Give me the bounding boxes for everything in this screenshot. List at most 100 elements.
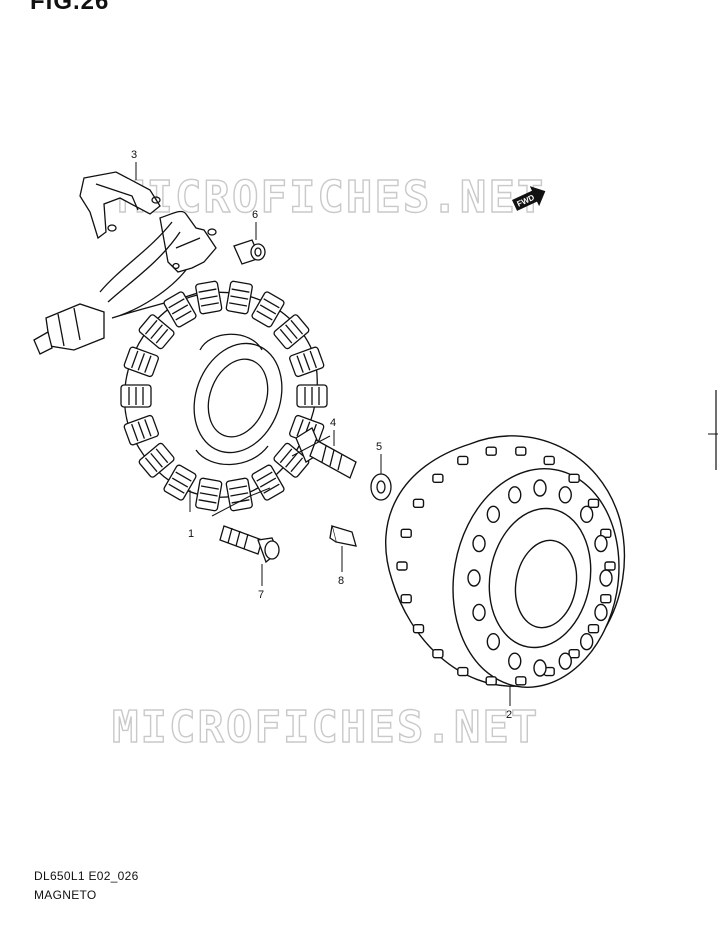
coil-winding: [285, 324, 298, 340]
bolt-part-6: [233, 239, 266, 265]
stator-part-1: [120, 280, 328, 512]
coil-winding: [144, 355, 152, 373]
coil-winding: [279, 448, 293, 464]
rotor-magnet: [472, 603, 486, 622]
bracket-part-3: [79, 171, 161, 240]
coil-winding: [144, 457, 158, 473]
callout-2: 2: [506, 709, 512, 721]
rotor-slot: [587, 624, 600, 634]
callout-3: 3: [131, 149, 137, 161]
coil-winding: [303, 353, 311, 371]
coil-winding: [144, 319, 158, 335]
coil-winding: [259, 304, 277, 315]
rotor-slot: [600, 593, 612, 604]
rotor-magnet: [558, 652, 572, 670]
rotor-part-2: [385, 435, 626, 688]
coil-winding: [229, 485, 248, 490]
callout-8: 8: [338, 575, 344, 587]
rotor-magnet: [508, 652, 522, 670]
key-part-8: [329, 525, 357, 547]
coil-winding: [200, 302, 219, 307]
coil-winding: [259, 477, 277, 488]
rotor-magnet: [579, 632, 594, 651]
rotor-magnet: [472, 534, 486, 553]
coil-winding: [171, 477, 189, 488]
rotor-magnet: [594, 603, 608, 622]
rotor-magnet: [486, 632, 501, 651]
coil-winding: [144, 419, 152, 437]
callout-7: 7: [258, 589, 264, 601]
rotor-slot: [515, 446, 527, 456]
rotor-slot: [515, 676, 527, 686]
rotor-slot: [412, 498, 425, 508]
rotor-magnet: [533, 659, 547, 677]
rotor-slot: [400, 593, 412, 604]
rotor-slot: [432, 648, 444, 659]
rotor-magnet: [467, 569, 481, 587]
model-code: DL650L1 E02_026: [34, 869, 139, 883]
coil-winding: [279, 328, 293, 344]
bolt-part-7: [219, 525, 280, 564]
coil-winding: [131, 423, 139, 442]
coil-winding: [168, 483, 185, 494]
rotor-magnet: [579, 505, 594, 524]
coil-winding: [200, 485, 219, 490]
callout-6: 6: [252, 209, 258, 221]
coil-winding: [290, 319, 304, 335]
coil-winding: [137, 421, 145, 439]
watermark-bottom: MICROFICHES.NET: [112, 702, 539, 753]
coil-winding: [168, 298, 185, 309]
coil-winding: [155, 328, 169, 344]
rotor-slot: [457, 666, 469, 677]
coil-winding: [256, 471, 273, 482]
coil-winding: [256, 310, 273, 321]
coil-winding: [175, 310, 192, 321]
rotor-magnet: [486, 505, 501, 524]
callout-5: 5: [376, 441, 382, 453]
rotor-slot: [604, 561, 616, 571]
coil-winding: [199, 295, 218, 300]
coil-winding: [150, 324, 163, 340]
rotor-magnet: [594, 534, 608, 553]
callout-4: 4: [330, 417, 336, 429]
coil-winding: [229, 302, 248, 307]
watermark-top: MICROFICHES.NET: [118, 172, 545, 223]
coil-winding: [198, 288, 217, 293]
coil-winding: [131, 350, 139, 369]
coil-winding: [285, 452, 298, 468]
rotor-slot: [568, 473, 580, 484]
coil-winding: [290, 457, 304, 473]
rotor-magnet: [508, 486, 522, 504]
figure-title: FIG.26: [30, 0, 110, 15]
rotor-slot: [485, 676, 497, 686]
coil-winding: [230, 295, 249, 300]
leader-lines: [135, 162, 511, 706]
rotor-slot: [412, 624, 425, 634]
washer-part-5: [370, 473, 392, 501]
rotor-magnet: [558, 486, 572, 504]
rotor-slot: [396, 561, 408, 571]
coil-winding: [296, 419, 304, 437]
rotor-slot: [485, 446, 497, 456]
rotor-slot: [543, 455, 555, 466]
callout-1: 1: [188, 528, 194, 540]
rotor-slot: [432, 473, 444, 484]
coil-winding: [230, 492, 249, 497]
coil-winding: [296, 355, 304, 373]
coil-winding: [198, 499, 217, 504]
coil-winding: [309, 350, 317, 369]
coil-winding: [231, 288, 250, 293]
coil-winding: [155, 448, 169, 464]
bolt-part-4: [295, 427, 357, 479]
rotor-slot: [587, 498, 600, 508]
coil-winding: [137, 353, 145, 371]
rotor-slot: [400, 528, 412, 539]
rotor-slot: [457, 455, 469, 466]
coil-winding: [171, 304, 189, 315]
coil-winding: [175, 471, 192, 482]
rotor-magnet: [533, 479, 547, 497]
section-name: MAGNETO: [34, 888, 97, 902]
coil-winding: [263, 483, 280, 494]
